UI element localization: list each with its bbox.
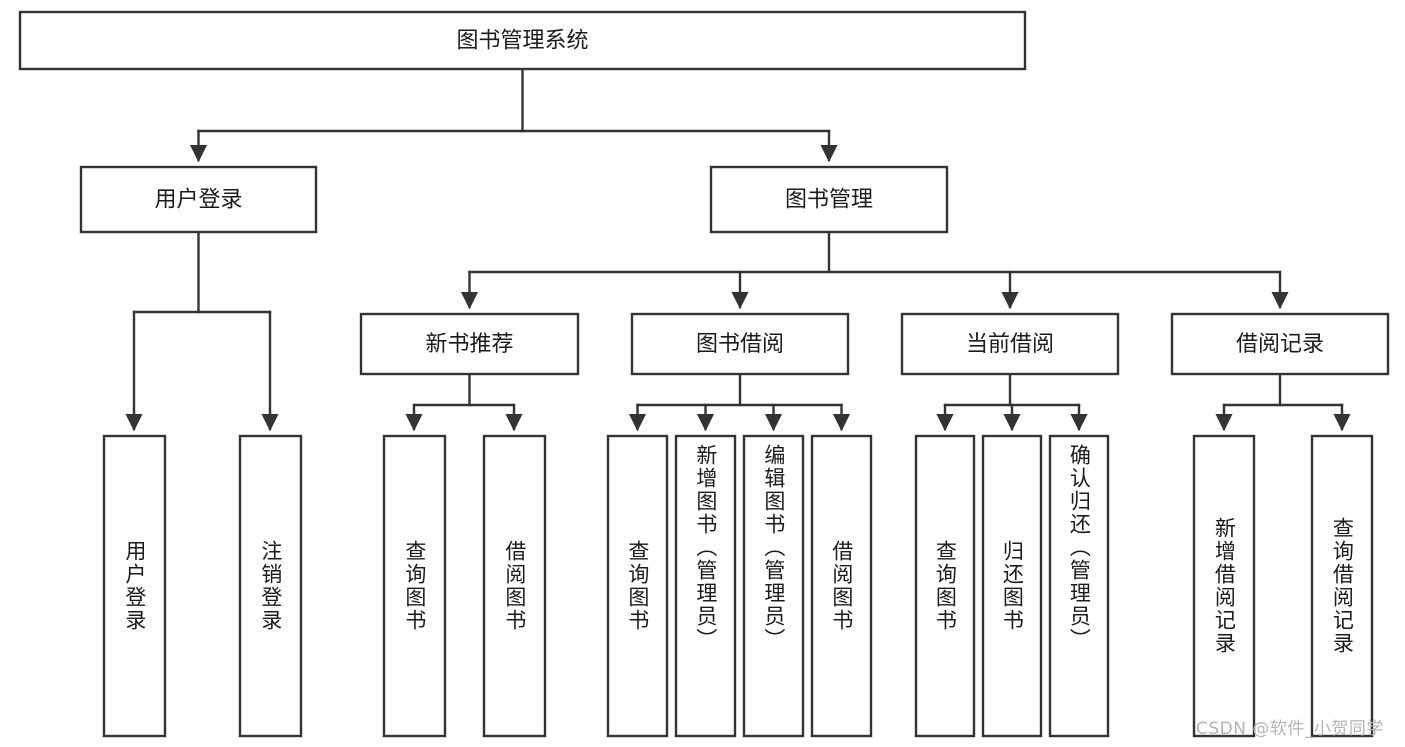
- node-root-book-management-system[interactable]: 图书管理系统: [18, 10, 1027, 71]
- node-book-borrow-label: 图书借阅: [696, 332, 784, 357]
- node-root-label: 图书管理系统: [456, 29, 588, 54]
- leaf-box-new-book-1[interactable]: [382, 434, 447, 738]
- leaf-box-book-borrow-3[interactable]: [742, 434, 805, 738]
- leaf-box-user-login-1[interactable]: [102, 434, 167, 738]
- node-book-borrow[interactable]: 图书借阅: [630, 312, 850, 376]
- node-current-borrow-box: [900, 312, 1120, 376]
- node-book-borrow-box: [630, 312, 850, 376]
- node-new-book-recommend-label: 新书推荐: [425, 332, 513, 357]
- node-user-login-box: [79, 165, 318, 234]
- node-borrow-record[interactable]: 借阅记录: [1170, 312, 1390, 376]
- leaf-box-user-login-2[interactable]: [238, 434, 303, 738]
- node-user-login-label: 用户登录: [154, 188, 242, 213]
- leaf-box-book-borrow-1[interactable]: [606, 434, 669, 738]
- leaf-box-new-book-2[interactable]: [482, 434, 547, 738]
- node-root-box: [18, 10, 1027, 71]
- node-current-borrow-label: 当前借阅: [966, 332, 1054, 357]
- leaf-box-book-borrow-4[interactable]: [810, 434, 873, 738]
- node-book-management-box: [709, 165, 949, 234]
- node-new-book-recommend[interactable]: 新书推荐: [359, 312, 580, 376]
- csdn-watermark: CSDN @软件_小贺同学: [1196, 719, 1384, 739]
- leaf-box-borrow-record-2[interactable]: [1310, 434, 1374, 738]
- leaf-box-current-borrow-3[interactable]: [1048, 434, 1110, 738]
- node-book-management[interactable]: 图书管理: [709, 165, 949, 234]
- node-borrow-record-box: [1170, 312, 1390, 376]
- connector-layer: [125, 67, 1351, 432]
- node-user-login[interactable]: 用户登录: [79, 165, 318, 234]
- leaf-box-borrow-record-1[interactable]: [1192, 434, 1256, 738]
- node-new-book-recommend-box: [359, 312, 580, 376]
- leaf-box-layer: [102, 434, 1374, 738]
- leaf-box-current-borrow-2[interactable]: [981, 434, 1043, 738]
- node-current-borrow[interactable]: 当前借阅: [900, 312, 1120, 376]
- leaf-box-book-borrow-2[interactable]: [674, 434, 737, 738]
- node-borrow-record-label: 借阅记录: [1236, 332, 1324, 357]
- leaf-box-current-borrow-1[interactable]: [914, 434, 976, 738]
- node-book-management-label: 图书管理: [785, 188, 873, 213]
